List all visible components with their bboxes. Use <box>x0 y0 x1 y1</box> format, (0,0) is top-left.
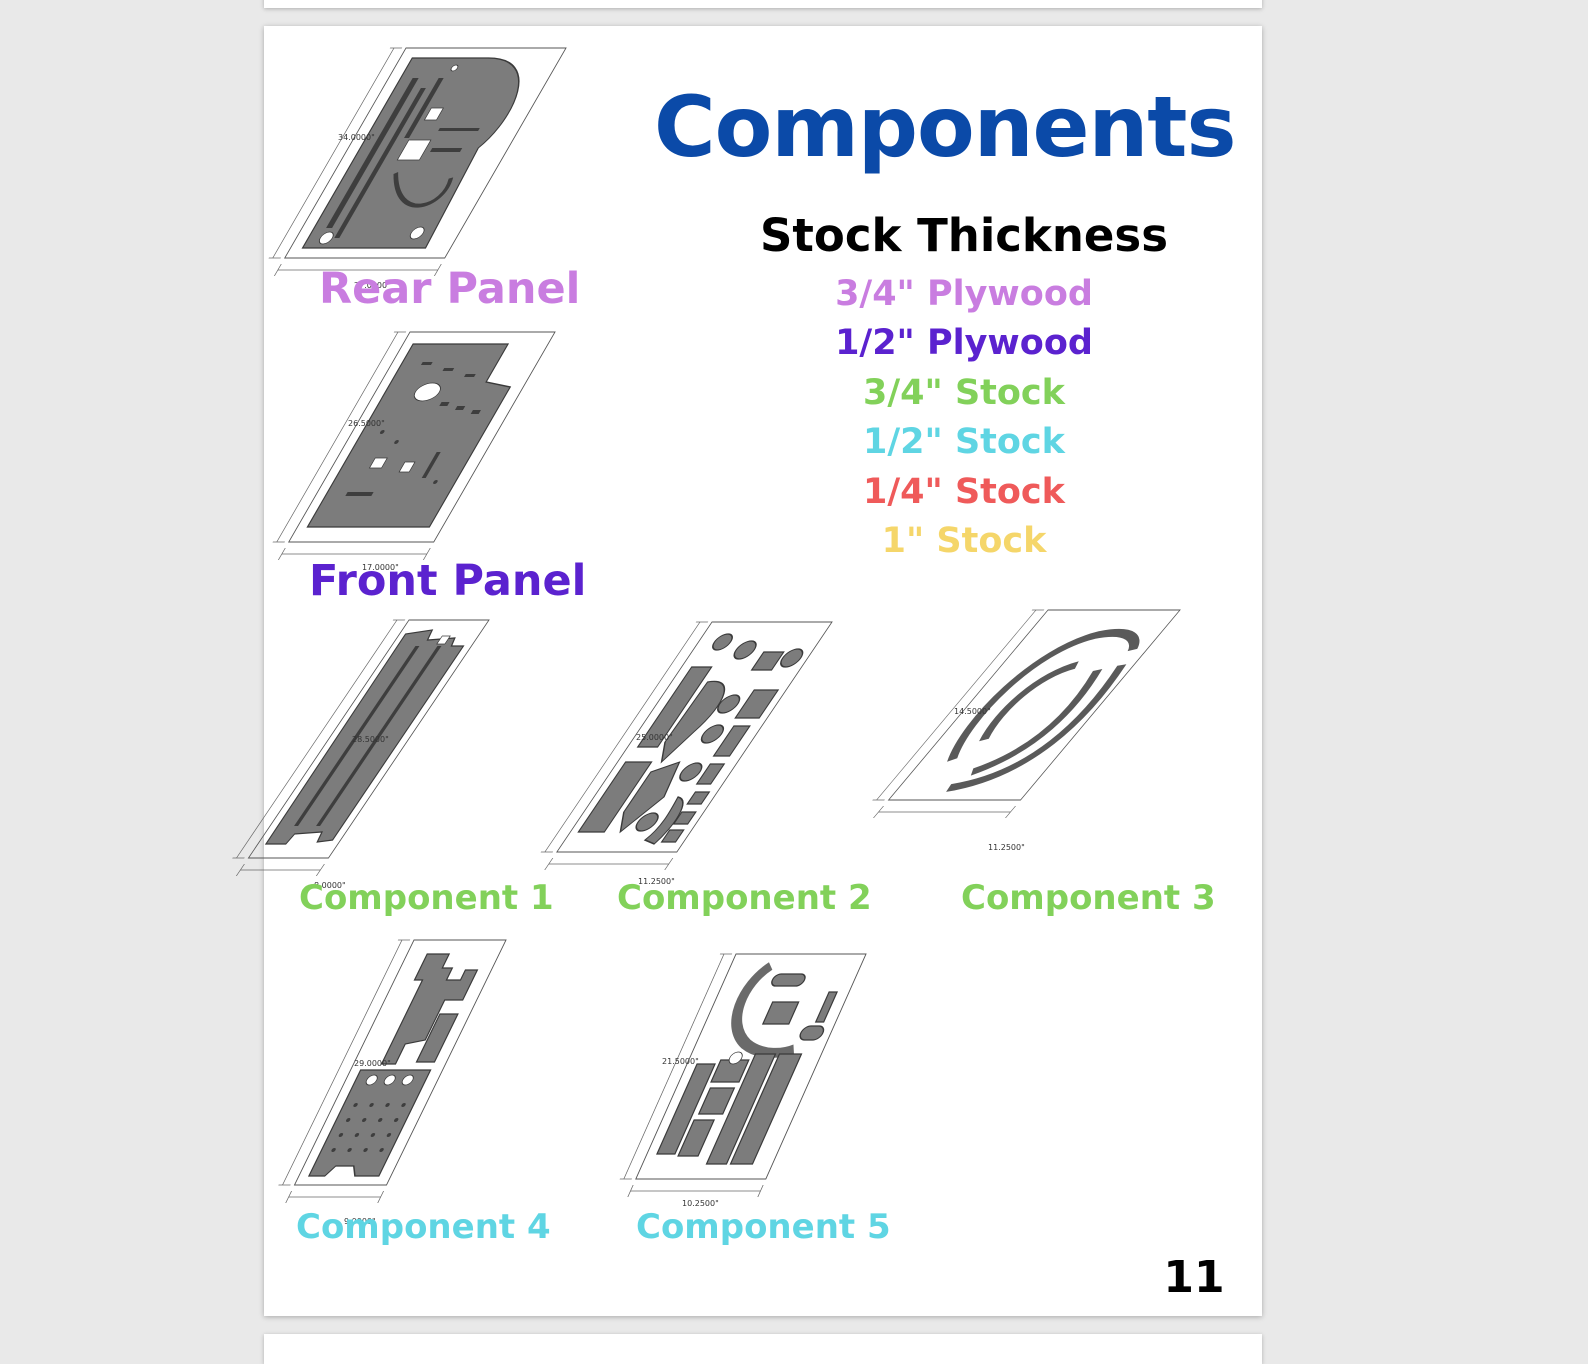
front-panel-label: Front Panel <box>309 556 587 606</box>
dimension-label: 28.5000" <box>352 735 389 744</box>
legend-item: 1/2" Stock <box>863 422 1065 462</box>
front-panel-drawing: 26.5000" 17.0000" <box>272 331 556 572</box>
component-4-drawing: 29.0000" 9.0000" <box>278 939 507 1226</box>
component-2-label: Component 2 <box>617 878 872 918</box>
component-5-drawing: 21.5000" 10.2500" <box>619 953 867 1208</box>
dimension-label: 34.0000" <box>338 133 375 142</box>
rear-panel-drawing: 34.0000" 27.0000" <box>268 47 567 290</box>
dimension-label: 9.0000" <box>344 1217 376 1226</box>
document-page: Components Stock Thickness 3/4" Plywood … <box>232 26 1262 1316</box>
dimension-label: 26.5000" <box>348 419 385 428</box>
dimension-label: 21.5000" <box>662 1057 699 1066</box>
next-page-edge <box>264 1334 1262 1364</box>
legend-item: 1/2" Plywood <box>835 323 1093 363</box>
dimension-label: 11.2500" <box>988 843 1025 852</box>
legend-item: 3/4" Stock <box>863 373 1065 413</box>
dimension-label: 10.2500" <box>682 1199 719 1208</box>
dimension-label: 14.5000" <box>954 707 991 716</box>
component-5-label: Component 5 <box>636 1207 891 1247</box>
dimension-label: 27.0000" <box>354 281 391 290</box>
stock-thickness-heading: Stock Thickness <box>760 209 1168 262</box>
component-1-drawing: 28.5000" 8.0000" <box>232 619 490 890</box>
dimension-label: 17.0000" <box>362 563 399 572</box>
rear-panel-label: Rear Panel <box>319 264 581 314</box>
dimension-label: 29.0000" <box>354 1059 391 1068</box>
component-4-label: Component 4 <box>296 1207 551 1247</box>
component-2-drawing: 25.0000" 11.2500" <box>540 621 833 886</box>
legend-item: 1" Stock <box>881 521 1047 561</box>
component-1-label: Component 1 <box>299 878 554 918</box>
legend-item: 3/4" Plywood <box>835 274 1093 314</box>
page-number: 11 <box>1163 1252 1225 1303</box>
page-title: Components <box>654 78 1236 176</box>
component-3-drawing: 14.5000" 11.2500" <box>872 609 1181 852</box>
legend-item: 1/4" Stock <box>863 472 1065 512</box>
component-3-label: Component 3 <box>961 878 1216 918</box>
dimension-label: 11.2500" <box>638 877 675 886</box>
previous-page-edge <box>264 0 1262 8</box>
dimension-label: 25.0000" <box>636 733 673 742</box>
dimension-label: 8.0000" <box>314 881 346 890</box>
